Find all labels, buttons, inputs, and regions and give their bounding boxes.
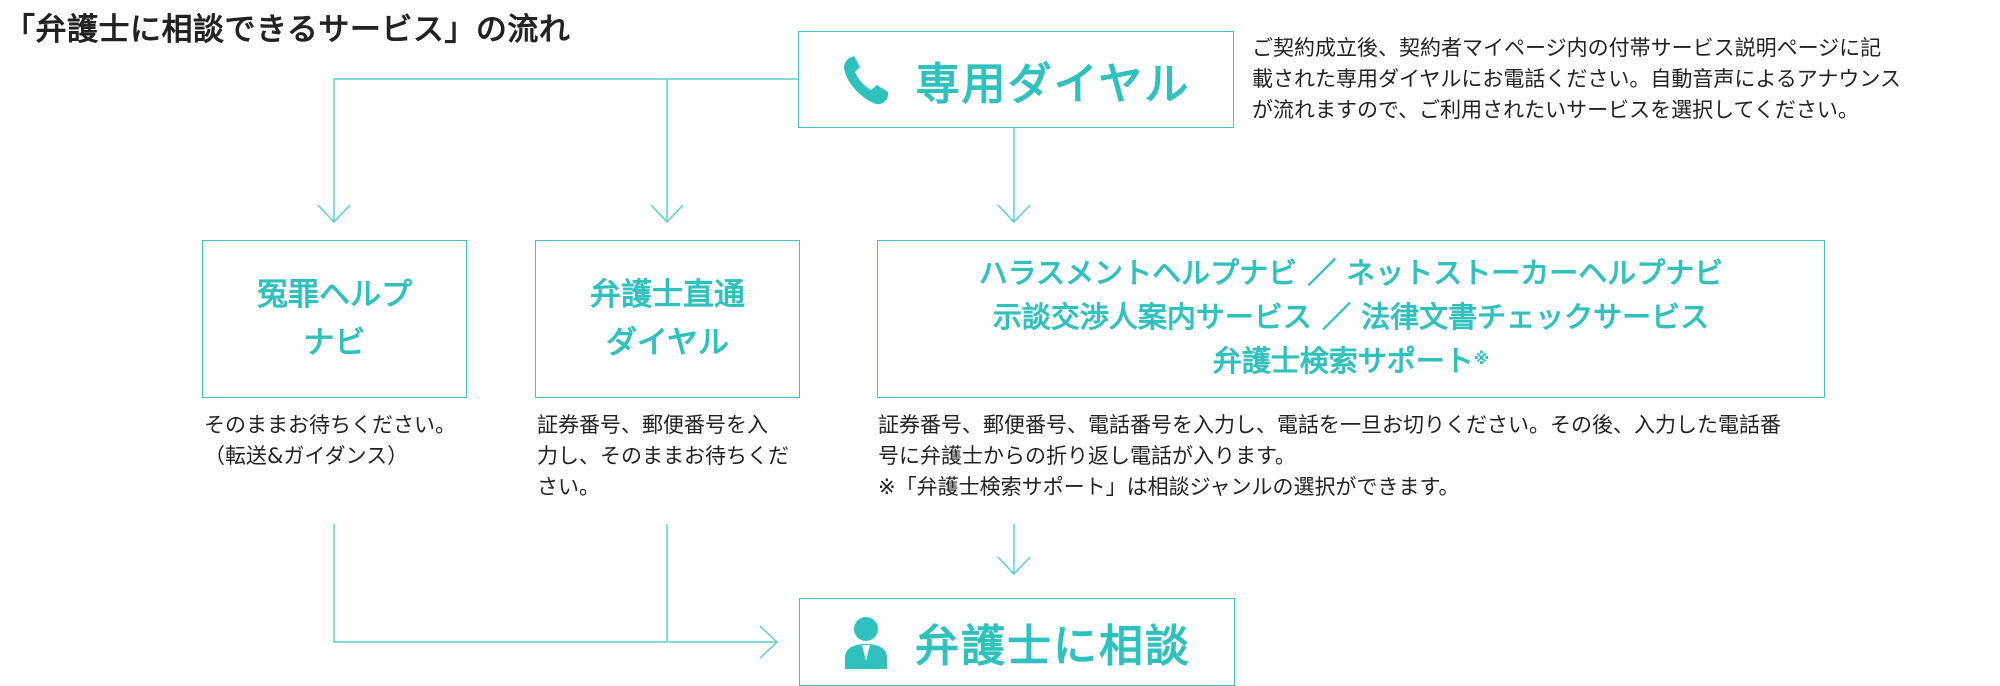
- service-label-line: ハラスメントヘルプナビ ／ ネットストーカーヘルプナビ: [978, 255, 1724, 290]
- page-title: 「弁護士に相談できるサービス」の流れ: [4, 12, 571, 48]
- service-label-line: ダイヤル: [605, 325, 730, 361]
- dial-description-line: が流れますので、ご利用されたいサービスを選択してください。: [1252, 98, 1859, 122]
- description-line: 証券番号、郵便番号、電話番号を入力し、電話を一旦お切りください。その後、入力した…: [878, 413, 1781, 437]
- service-description-3: 証券番号、郵便番号、電話番号を入力し、電話を一旦お切りください。その後、入力した…: [878, 410, 1878, 503]
- description-line: 号に弁護士からの折り返し電話が入ります。: [878, 444, 1296, 468]
- service-label-text: 弁護士検索サポート: [1212, 343, 1474, 378]
- note-mark: ※: [1473, 348, 1490, 368]
- dial-description-line: 載された専用ダイヤルにお電話ください。自動音声によるアナウンス: [1252, 67, 1901, 91]
- description-line: 力し、そのままお待ちくだ: [537, 444, 789, 468]
- arrowhead-consult-left: [759, 625, 779, 659]
- service-box-multi-services: ハラスメントヘルプナビ ／ ネットストーカーヘルプナビ 示談交渉人案内サービス …: [877, 240, 1825, 398]
- service-description-2: 証券番号、郵便番号を入 力し、そのままお待ちくだ さい。: [537, 410, 827, 503]
- service-description-1: そのままお待ちください。 （転送&ガイダンス）: [204, 410, 494, 472]
- arrowhead-col1: [317, 204, 351, 224]
- service-label-line: 示談交渉人案内サービス ／ 法律文書チェックサービス: [992, 299, 1710, 334]
- arrowhead-col3: [997, 204, 1031, 224]
- service-box-lawyer-direct-dial: 弁護士直通 ダイヤル: [535, 240, 800, 398]
- description-line: 証券番号、郵便番号を入: [537, 413, 768, 437]
- dial-box: 専用ダイヤル: [798, 31, 1234, 128]
- service-label-line-with-mark: 弁護士検索サポート※: [1213, 339, 1490, 388]
- service-label-line: 冤罪ヘルプ: [257, 277, 412, 313]
- description-line: そのままお待ちください。: [204, 413, 456, 437]
- dial-description-line: ご契約成立後、契約者マイページ内の付帯サービス説明ページに記: [1252, 36, 1882, 60]
- lawyer-person-icon: [843, 615, 889, 669]
- service-label-line: 弁護士直通: [590, 277, 745, 313]
- service-label-line: ナビ: [303, 325, 366, 361]
- description-line: さい。: [537, 475, 600, 499]
- dial-description: ご契約成立後、契約者マイページ内の付帯サービス説明ページに記 載された専用ダイヤ…: [1252, 33, 1992, 126]
- phone-icon: [842, 54, 890, 106]
- arrowhead-col2: [650, 204, 684, 224]
- connector-col1-to-consult: [333, 524, 777, 643]
- connector-dial-to-col1: [333, 78, 798, 222]
- service-box-enzai-help-navi: 冤罪ヘルプ ナビ: [202, 240, 467, 398]
- description-line: ※「弁護士検索サポート」は相談ジャンルの選択ができます。: [878, 475, 1460, 499]
- arrowhead-consult-top: [997, 556, 1031, 576]
- description-line: （転送&ガイダンス）: [204, 444, 409, 468]
- consult-box: 弁護士に相談: [799, 598, 1235, 686]
- dial-label: 専用ダイヤル: [915, 58, 1191, 110]
- consult-label: 弁護士に相談: [915, 621, 1191, 672]
